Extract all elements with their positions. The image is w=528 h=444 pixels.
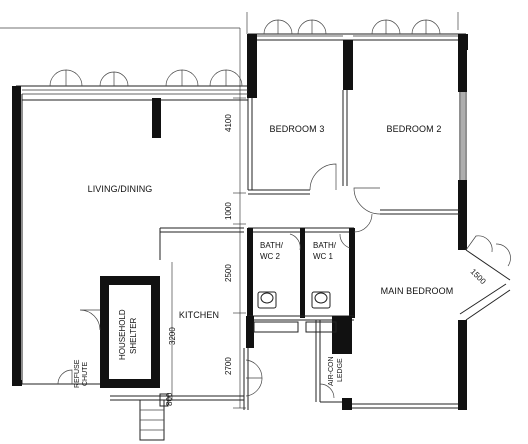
dimension-2500: 2500 [224, 264, 233, 282]
label-kitchen: KITCHEN [179, 310, 219, 320]
label-bedroom-3: BEDROOM 3 [270, 124, 325, 134]
dimension-1000: 1000 [224, 202, 233, 220]
bath-fixtures [253, 291, 337, 333]
dimension-1500: 1500 [469, 267, 488, 286]
steps [139, 393, 169, 441]
walls [12, 33, 511, 410]
label-aircon-line1: AIR-CON [328, 356, 335, 386]
label-bath-2-line1: BATH/ [260, 241, 284, 250]
label-bath-1-line2: WC 1 [313, 252, 334, 261]
label-refuse-line1: REFUSE [74, 359, 81, 388]
label-main-bedroom: MAIN BEDROOM [381, 286, 454, 296]
label-bath-1-line1: BATH/ [313, 241, 337, 250]
label-living-dining: LIVING/DINING [88, 184, 153, 194]
label-aircon-line2: LEDGE [337, 358, 344, 382]
label-bedroom-2: BEDROOM 2 [387, 124, 442, 134]
dimension-4100: 4100 [224, 114, 233, 132]
label-shelter-line2: SHELTER [129, 317, 138, 354]
casement-arcs [49, 19, 511, 399]
label-refuse-line2: CHUTE [82, 362, 89, 386]
windows [22, 35, 465, 180]
label-shelter-line1: HOUSEHOLD [118, 309, 127, 360]
dimension-800: 800 [165, 392, 174, 406]
dimension-3200: 3200 [168, 327, 177, 345]
dimension-2700: 2700 [224, 357, 233, 375]
label-bath-2-line2: WC 2 [260, 252, 281, 261]
